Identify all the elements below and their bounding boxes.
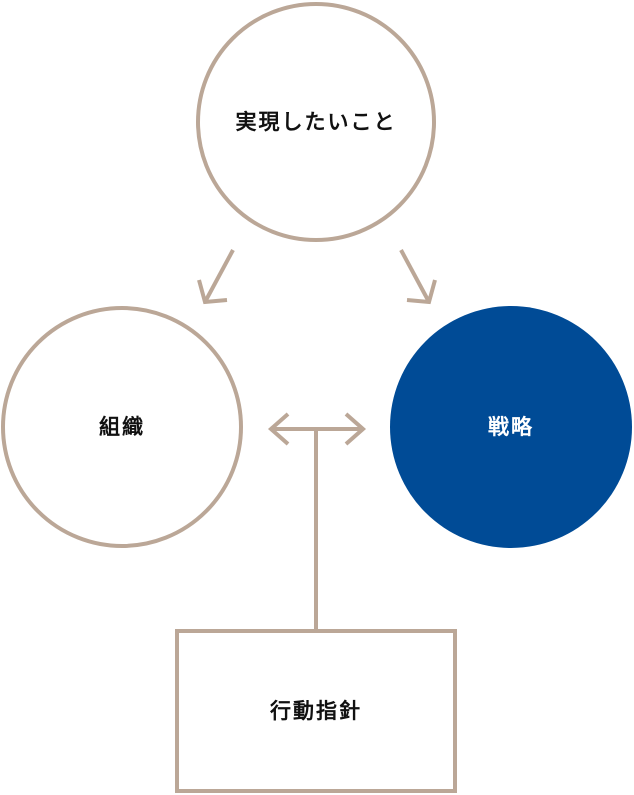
arrow-goal-to-organization xyxy=(197,249,235,305)
organization-circle xyxy=(1,306,243,548)
arrow-shaft xyxy=(399,249,431,303)
arrowhead-icon xyxy=(197,279,228,305)
organization-node: 組織 xyxy=(1,306,243,548)
arrow-goal-to-strategy xyxy=(399,249,437,305)
guideline-box xyxy=(175,629,457,793)
goal-circle xyxy=(196,2,436,242)
goal-node: 実現したいこと xyxy=(196,2,436,242)
strategy-label: 戦略 xyxy=(488,415,534,439)
goal-label: 実現したいこと xyxy=(236,110,397,134)
arrowhead-icon xyxy=(406,279,437,305)
strategy-circle xyxy=(390,306,632,548)
strategy-node: 戦略 xyxy=(390,306,632,548)
guideline-label: 行動指針 xyxy=(269,699,362,723)
organization-label: 組織 xyxy=(99,415,145,439)
arrow-shaft xyxy=(203,249,235,303)
left-arrowhead-icon xyxy=(267,412,290,446)
guideline-node: 行動指針 xyxy=(175,629,457,793)
bidirectional-connector xyxy=(267,412,367,631)
right-arrowhead-icon xyxy=(344,412,367,446)
